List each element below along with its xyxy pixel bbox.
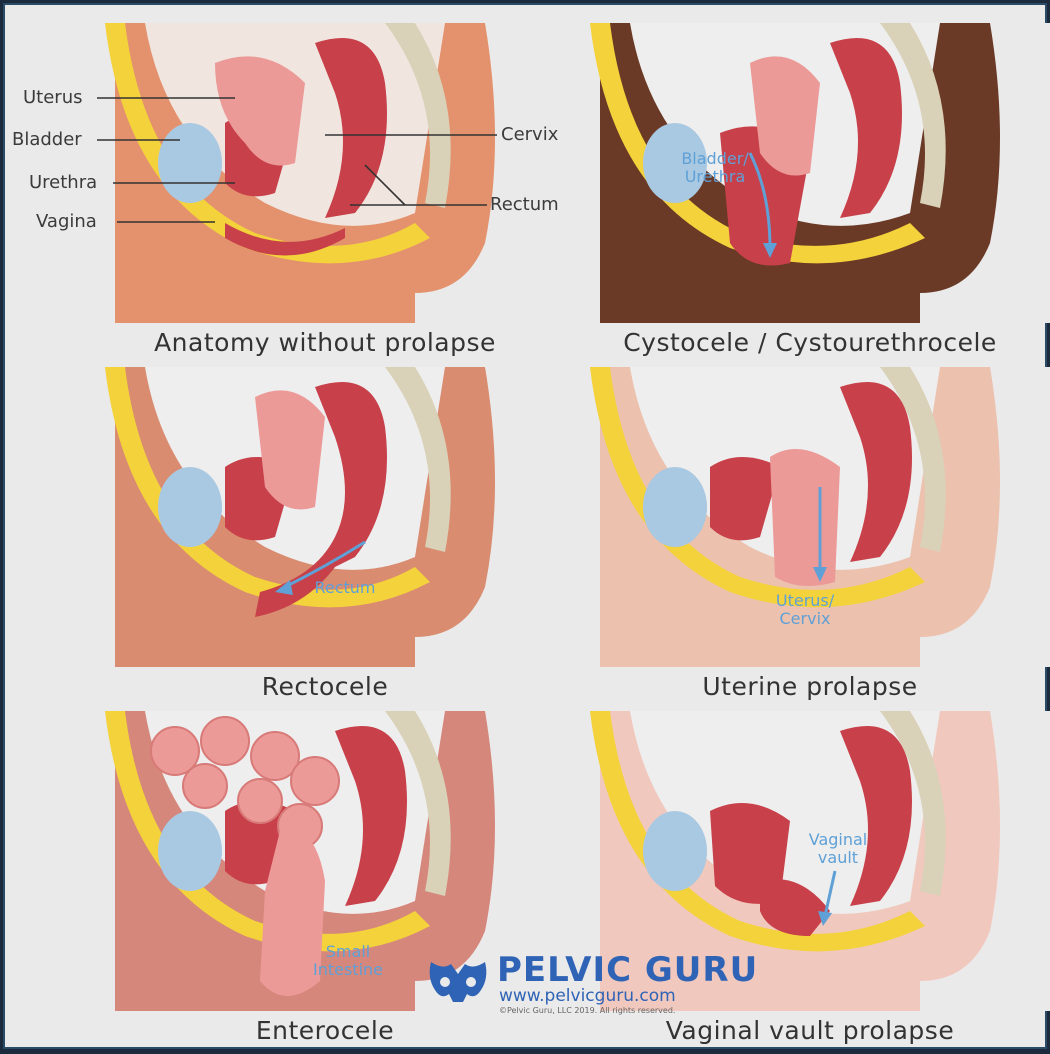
panel-caption: Anatomy without prolapse [154, 328, 496, 357]
panel-enterocele: Enterocele [85, 711, 565, 1051]
panel-rectocele: Rectocele [85, 367, 565, 707]
label-rectum: Rectum [314, 578, 376, 597]
label-small-intestine: Small Intestine [312, 942, 383, 979]
illustration-cystocele [570, 23, 1050, 323]
panel-caption: Cystocele / Cystourethrocele [623, 328, 997, 357]
label-bladder-urethra: Bladder/ Urethra [681, 149, 749, 186]
panel-caption: Enterocele [255, 1016, 395, 1045]
pelvic-guru-logo[interactable]: PELVIC GURU www.pelvicguru.com ©Pelvic G… [425, 950, 765, 1020]
logo-name: PELVIC GURU [497, 950, 759, 990]
panel-cystocele: Cystocele / Cystourethrocele [570, 23, 1050, 363]
illustration-vaginal-vault-prolapse [570, 711, 1050, 1011]
logo-copyright: ©Pelvic Guru, LLC 2019. All rights reser… [499, 1006, 676, 1015]
callout-lines [97, 97, 497, 223]
pelvis-logo-icon [429, 962, 487, 1002]
panel-caption: Rectocele [261, 672, 389, 701]
callout-bladder: Bladder [12, 129, 82, 150]
logo-url[interactable]: www.pelvicguru.com [499, 986, 676, 1006]
panel-anatomy-without-prolapse: Anatomy without prolapse [85, 23, 565, 363]
callout-cervix: Cervix [501, 124, 559, 145]
illustration-enterocele [85, 711, 565, 1011]
callout-vagina: Vagina [36, 211, 97, 232]
label-uterus-cervix: Uterus/ Cervix [775, 591, 835, 628]
panel-caption: Uterine prolapse [702, 672, 918, 701]
panel-caption: Vaginal vault prolapse [665, 1016, 955, 1045]
callout-rectum: Rectum [490, 194, 559, 215]
illustration-anatomy [85, 23, 565, 323]
panel-vaginal-vault-prolapse: Vaginal vault prolapse [570, 711, 1050, 1051]
label-vaginal-vault: Vaginal vault [808, 830, 868, 867]
diagram-frame: Anatomy without prolapse Cystocele / Cys… [3, 3, 1050, 1051]
illustration-rectocele [85, 367, 565, 667]
callout-uterus: Uterus [23, 87, 83, 108]
panel-uterine-prolapse: Uterine prolapse [570, 367, 1050, 707]
illustration-uterine-prolapse [570, 367, 1050, 667]
callout-urethra: Urethra [29, 172, 98, 193]
